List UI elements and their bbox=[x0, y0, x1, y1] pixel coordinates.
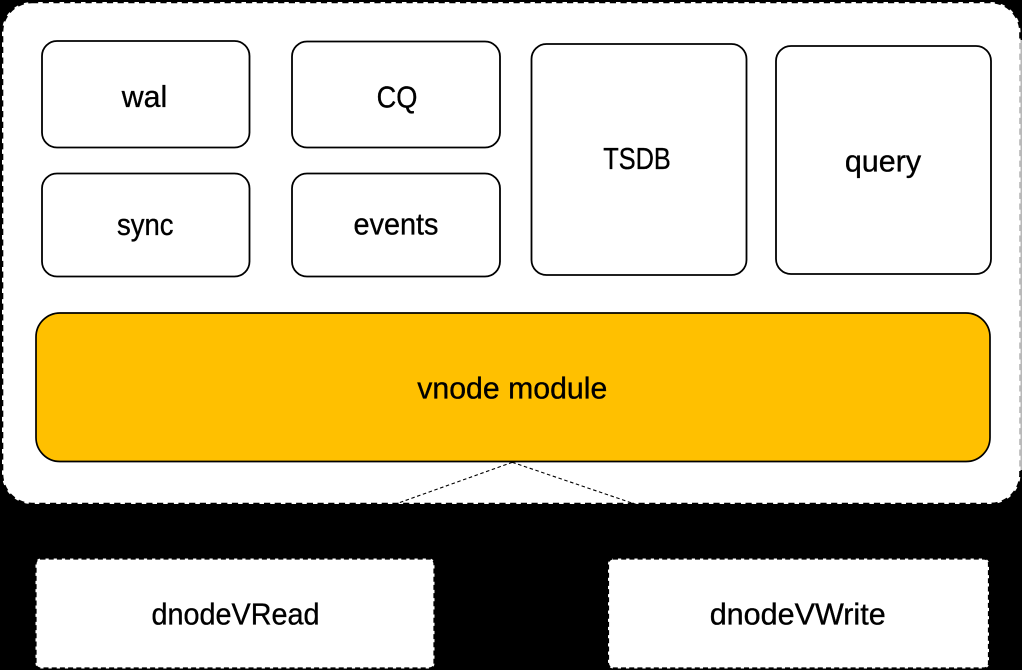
svg-text:wal: wal bbox=[121, 79, 167, 114]
svg-text:dnodeVRead: dnodeVRead bbox=[152, 597, 320, 632]
svg-text:query: query bbox=[845, 144, 922, 179]
svg-text:CQ: CQ bbox=[377, 80, 418, 115]
svg-text:dnodeVWrite: dnodeVWrite bbox=[710, 597, 886, 632]
svg-text:events: events bbox=[354, 207, 439, 242]
svg-text:vnode module: vnode module bbox=[417, 370, 607, 405]
svg-text:TSDB: TSDB bbox=[603, 141, 671, 176]
svg-text:sync: sync bbox=[117, 207, 174, 242]
